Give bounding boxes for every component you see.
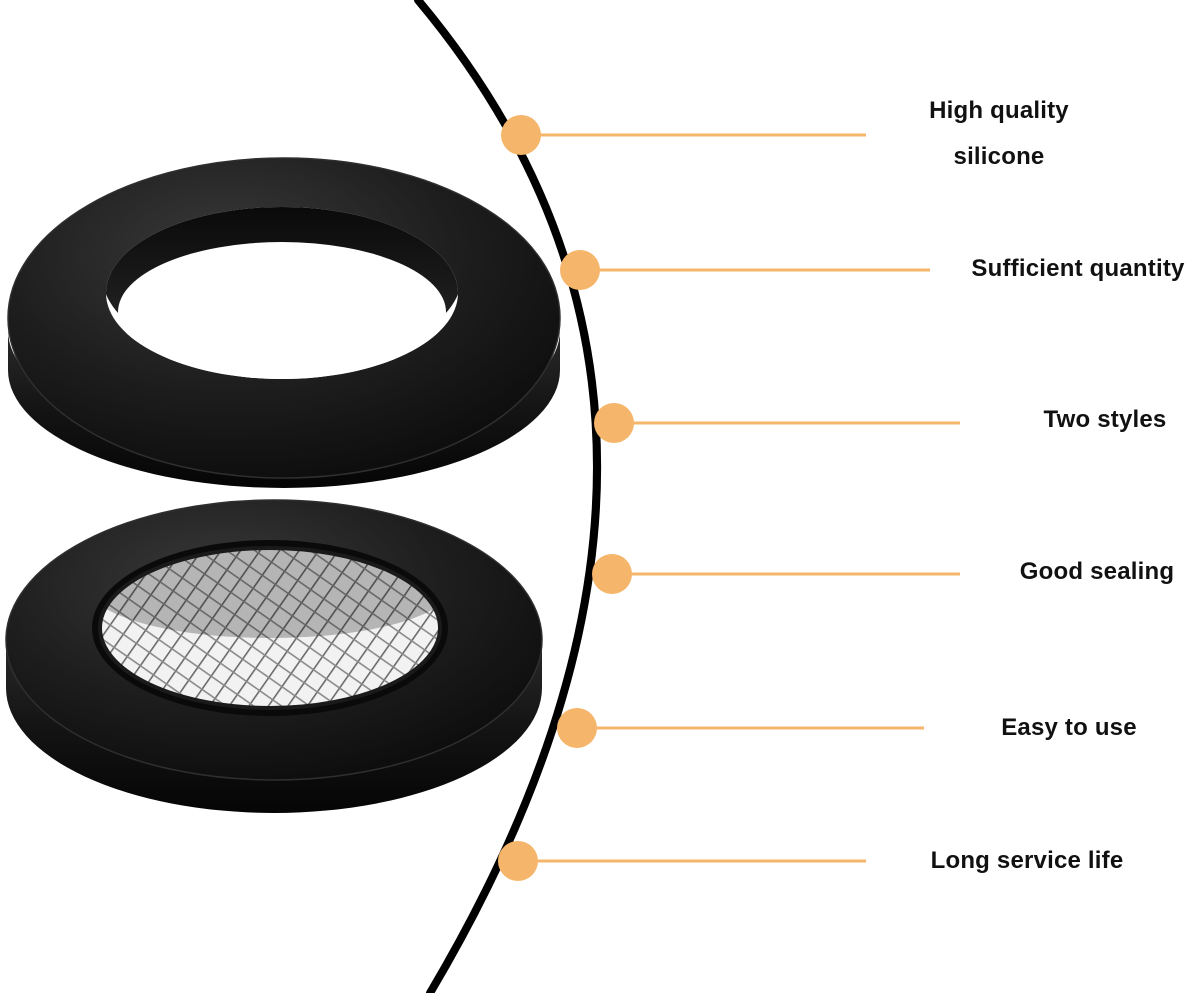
- dot-marker-icon: [592, 554, 632, 594]
- feature-label-long-service-life: Long service life: [930, 847, 1124, 874]
- feature-label-sufficient-quantity: Sufficient quantity: [971, 255, 1185, 282]
- dot-marker-icon: [498, 841, 538, 881]
- mesh-screen-washer: [5, 499, 543, 813]
- dot-marker-icon: [560, 250, 600, 290]
- feature-label-high-quality-silicone: High quality silicone: [929, 97, 1069, 170]
- feature-label-easy-to-use: Easy to use: [1001, 714, 1137, 741]
- feature-label-two-styles: Two styles: [1043, 406, 1167, 433]
- plain-washer: [7, 157, 561, 488]
- dot-marker-icon: [501, 115, 541, 155]
- feature-label-good-sealing: Good sealing: [1019, 558, 1175, 585]
- dot-marker-icon: [557, 708, 597, 748]
- dot-marker-icon: [594, 403, 634, 443]
